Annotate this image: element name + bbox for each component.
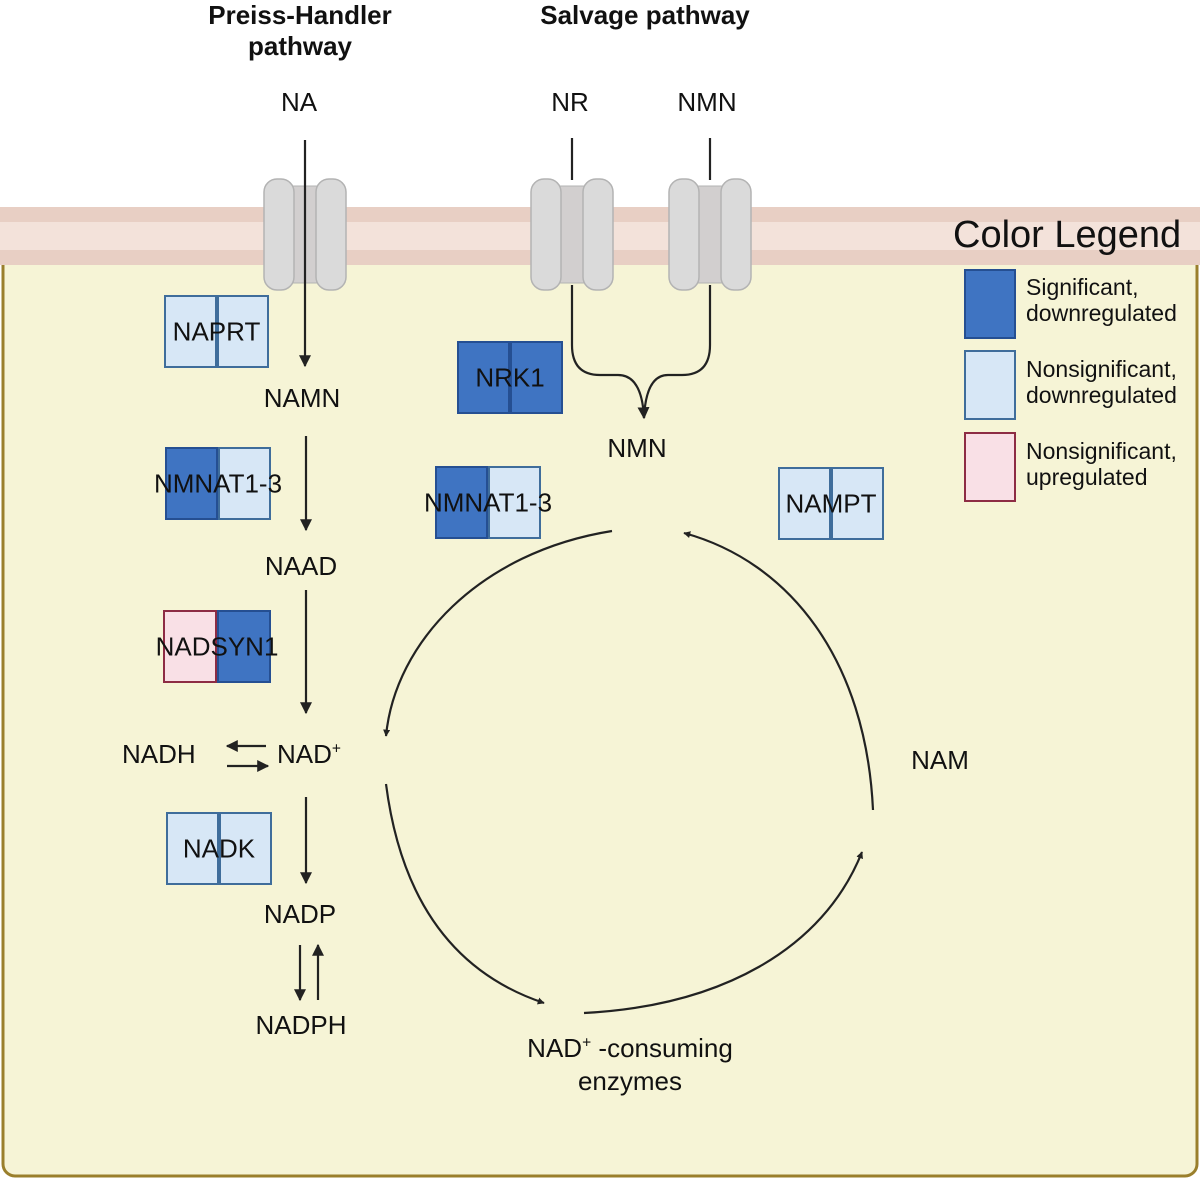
- naprt-label: NAPRT: [172, 316, 261, 346]
- legend-text-significant-down: Significant,downregulated: [1026, 274, 1177, 327]
- nmnat-sal-label: NMNAT1-3: [423, 487, 553, 517]
- nad-salvage-cycle: [383, 529, 875, 1015]
- nadsyn1-label: NADSYN1: [155, 631, 279, 661]
- metabolite-nadh: NADH: [122, 739, 196, 769]
- nadk-label: NADK: [182, 833, 256, 863]
- nmnat-ph-left-cell: [165, 447, 218, 520]
- enzyme-nrk1: NRK1: [457, 341, 563, 414]
- nampt-left-cell: [778, 467, 831, 540]
- metabolite-na: NA: [280, 87, 318, 117]
- legend-text-nonsignificant-down: Nonsignificant,downregulated: [1026, 356, 1177, 409]
- metabolite-nadp: NADP: [263, 899, 337, 929]
- metabolite-nmn-extracellular: NMN: [677, 87, 737, 117]
- metabolite-nadph: NADPH: [255, 1010, 347, 1040]
- naprt-left-cell: [164, 295, 217, 368]
- nrk1-right-cell: [510, 341, 563, 414]
- naprt-right-cell: [216, 295, 269, 368]
- metabolite-namn: NAMN: [263, 383, 341, 413]
- nrk1-label: NRK1: [475, 362, 545, 392]
- salvage-import-arrows: [570, 138, 712, 420]
- nmnat-ph-right-cell: [218, 447, 271, 520]
- enzyme-nadk: NADK: [166, 812, 272, 885]
- legend-swatch-nonsignificant-up: [964, 432, 1016, 502]
- legend-title: Color Legend: [953, 214, 1182, 256]
- metabolite-nad-plus: NAD+: [277, 739, 342, 769]
- nadk-right-cell: [219, 812, 272, 885]
- nmnat-sal-right-cell: [488, 466, 541, 539]
- legend-text-nonsignificant-up: Nonsignificant,upregulated: [1026, 438, 1177, 491]
- legend-swatch-nonsignificant-down: [964, 350, 1016, 420]
- nmnat-sal-left-cell: [435, 466, 488, 539]
- nrk1-left-cell: [457, 341, 510, 414]
- salvage-pathway-header: Salvage pathway: [540, 0, 750, 30]
- transporter-nr: [530, 178, 614, 291]
- nadk-left-cell: [166, 812, 219, 885]
- transporter-nmn: [668, 178, 752, 291]
- nmnat-ph-label: NMNAT1-3: [153, 468, 283, 498]
- metabolite-nam: NAM: [911, 745, 969, 775]
- enzyme-nmnat1-3-salvage: NMNAT1-3: [424, 466, 552, 539]
- metabolite-naad: NAAD: [264, 551, 338, 581]
- enzyme-nadsyn1: NADSYN1: [156, 610, 278, 683]
- nadsyn1-right-cell: [217, 610, 271, 683]
- legend-swatch-significant-down: [964, 269, 1016, 339]
- nampt-right-cell: [831, 467, 884, 540]
- metabolite-nmn: NMN: [607, 433, 667, 463]
- nadsyn1-left-cell: [163, 610, 217, 683]
- enzyme-nmnat1-3-preiss: NMNAT1-3: [154, 447, 282, 520]
- nampt-label: NAMPT: [785, 488, 877, 518]
- metabolite-nr: NR: [551, 87, 589, 117]
- preiss-handler-arrows: [225, 140, 324, 1002]
- enzyme-nampt: NAMPT: [778, 467, 884, 540]
- enzyme-naprt: NAPRT: [164, 295, 269, 368]
